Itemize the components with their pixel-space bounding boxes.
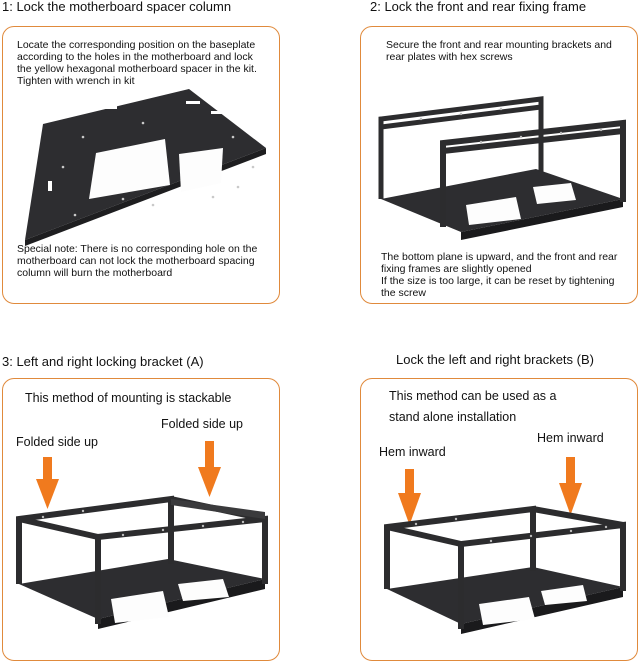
step-1-instructions: Locate the corresponding position on the…	[17, 39, 257, 87]
step-1-line: Locate the corresponding position on the…	[17, 39, 256, 51]
motherboard-baseplate-illustration	[25, 89, 266, 246]
step-3-label-left: Folded side up	[16, 435, 99, 449]
step-1-card: Locate the corresponding position on the…	[2, 26, 280, 304]
step-4-heading-line: stand alone installation	[389, 410, 517, 424]
bracket-b-illustration	[384, 457, 626, 634]
step-2-line: rear plates with hex screws	[386, 51, 513, 63]
step-3-card: This method of mounting is stackable Fol…	[2, 378, 280, 661]
step-2-instructions: Secure the front and rear mounting brack…	[386, 39, 612, 63]
step-4-label-left: Hem inward	[379, 445, 446, 459]
fixing-frame-illustration	[378, 96, 626, 240]
step-4-heading-line: This method can be used as a	[389, 389, 557, 403]
step-1-note-line: motherboard can not lock the motherboard…	[17, 255, 255, 267]
step-2-note: The bottom plane is upward, and the fron…	[381, 251, 617, 299]
step-3-label-right: Folded side up	[161, 417, 244, 431]
step-3-title: 3: Left and right locking bracket (A)	[2, 354, 204, 369]
step-4-heading: This method can be used as a stand alone…	[389, 389, 556, 425]
step-1-note-line: column will burn the motherboard	[17, 267, 173, 279]
step-2-note-line: fixing frames are slightly opened	[381, 263, 532, 275]
step-1-title: 1: Lock the motherboard spacer column	[2, 0, 232, 14]
step-1-line: the yellow hexagonal motherboard spacer …	[17, 63, 257, 75]
step-1-line: according to the holes in the motherboar…	[17, 51, 253, 63]
step-1-note: Special note: There is no corresponding …	[17, 243, 257, 279]
step-1-line: Tighten with wrench in kit	[17, 75, 135, 87]
step-2-line: Secure the front and rear mounting brack…	[386, 39, 612, 51]
step-2-title: 2: Lock the front and rear fixing frame	[370, 0, 587, 14]
step-4-title: Lock the left and right brackets (B)	[396, 352, 594, 367]
step-1-note-line: Special note: There is no corresponding …	[17, 243, 258, 255]
step-2-note-line: The bottom plane is upward, and the fron…	[381, 251, 618, 263]
step-2-card: Secure the front and rear mounting brack…	[360, 26, 638, 304]
step-4-card: This method can be used as a stand alone…	[360, 378, 638, 661]
step-2-note-line: If the size is too large, it can be rese…	[381, 275, 615, 287]
step-3-heading: This method of mounting is stackable	[25, 391, 232, 405]
bracket-a-illustration	[16, 441, 268, 629]
step-4-label-right: Hem inward	[537, 431, 604, 445]
step-2-note-line: the screw	[381, 287, 426, 299]
